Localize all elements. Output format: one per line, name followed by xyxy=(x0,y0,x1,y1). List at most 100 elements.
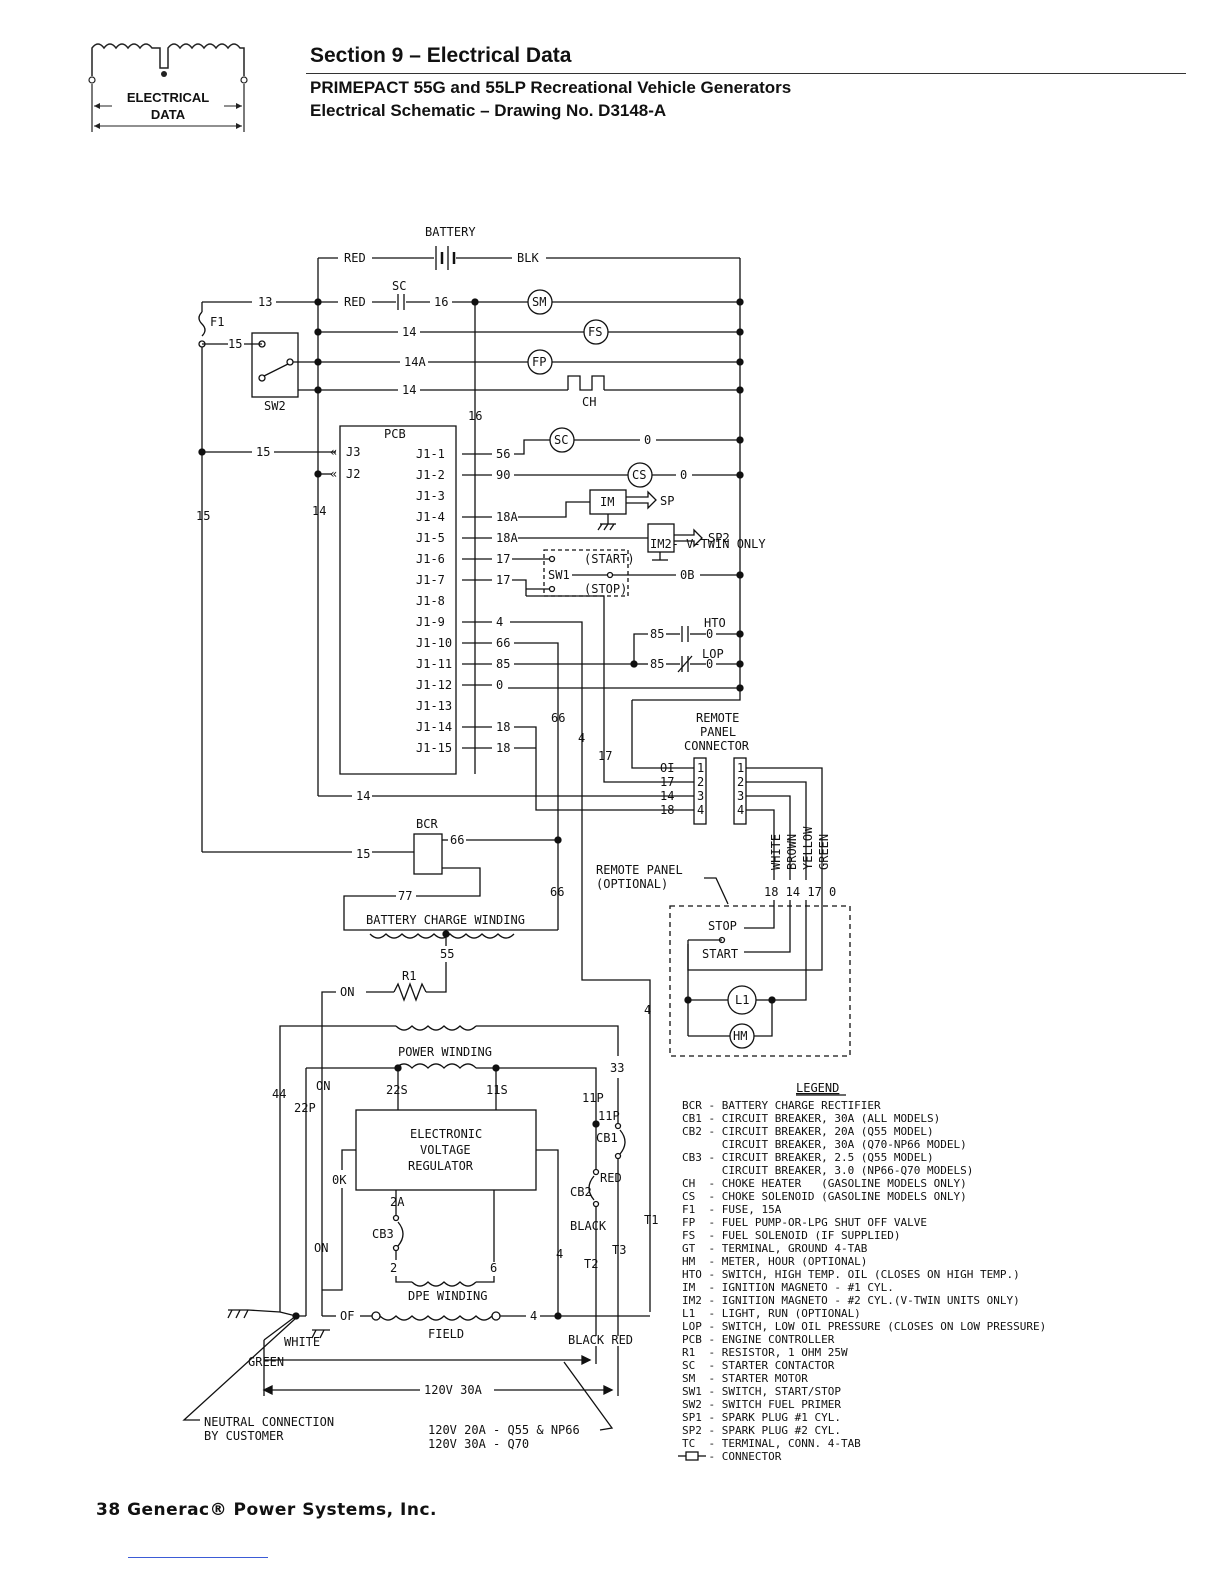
pcb-box xyxy=(339,425,457,775)
cb2-label: CB2 xyxy=(570,1185,592,1199)
legend-entry: CH - CHOKE HEATER (GASOLINE MODELS ONLY) xyxy=(682,1177,967,1190)
wire-16: 16 xyxy=(434,295,448,309)
header-rule xyxy=(306,73,1186,74)
sm-label: SM xyxy=(532,295,546,309)
j1-11: J1-11 xyxy=(416,657,452,671)
svg-text:3: 3 xyxy=(697,789,704,803)
remote-conn-1: REMOTE xyxy=(696,711,739,725)
power-winding-top xyxy=(395,1025,477,1031)
red-label: RED xyxy=(600,1171,622,1185)
legend-entry: SM - STARTER MOTOR xyxy=(682,1372,808,1385)
wire-yellow: YELLOW xyxy=(801,826,815,870)
wire-0k: 0K xyxy=(332,1173,347,1187)
legend-entries: BCR - BATTERY CHARGE RECTIFIER CB1 - CIR… xyxy=(682,1099,1046,1463)
footer-text: 38 Generac® Power Systems, Inc. xyxy=(96,1500,437,1520)
wire-0-a: 0 xyxy=(644,433,651,447)
footer-line xyxy=(128,1557,268,1558)
sp-label: SP xyxy=(660,494,674,508)
legend-entry: FS - FUEL SOLENOID (IF SUPPLIED) xyxy=(682,1229,901,1242)
evr-1: ELECTRONIC xyxy=(410,1127,482,1141)
white-label: WHITE xyxy=(284,1335,320,1349)
legend-entry: CIRCUIT BREAKER, 3.0 (NP66-Q70 MODELS) xyxy=(682,1164,973,1177)
sw1-start-label: (START) xyxy=(584,552,635,566)
legend-entry: SP1 - SPARK PLUG #1 CYL. xyxy=(682,1411,841,1424)
battery-blk-label: BLK xyxy=(517,251,539,265)
wire-15-vert: 15 xyxy=(196,509,210,523)
legend-entry: R1 - RESISTOR, 1 OHM 25W xyxy=(682,1346,848,1359)
wire-14-vert: 14 xyxy=(312,504,326,518)
wire-17-b: 17 xyxy=(496,573,510,587)
legend-entry: LOP - SWITCH, LOW OIL PRESSURE (CLOSES O… xyxy=(682,1320,1046,1333)
wire-77: 77 xyxy=(398,889,412,903)
wire-2a: 2A xyxy=(390,1195,405,1209)
rating-1: 120V 20A - Q55 & NP66 xyxy=(428,1423,580,1437)
j3-label: J3 xyxy=(346,445,360,459)
wire-14-bottom: 14 xyxy=(356,789,370,803)
battery-charge-rectifier xyxy=(413,833,443,875)
rpc-wire-oi: OI xyxy=(660,761,674,775)
rpc-wire-14: 14 xyxy=(660,789,674,803)
legend-entry: GT - TERMINAL, GROUND 4-TAB xyxy=(682,1242,868,1255)
f1-label: F1 xyxy=(210,315,224,329)
wire-on-a: ON xyxy=(316,1079,330,1093)
legend-entry: CS - CHOKE SOLENOID (GASOLINE MODELS ONL… xyxy=(682,1190,967,1203)
remote-conn-3: CONNECTOR xyxy=(684,739,750,753)
wire-of: OF xyxy=(340,1309,354,1323)
cb3-label: CB3 xyxy=(372,1227,394,1241)
wire-85-lop: 85 xyxy=(650,657,664,671)
sc-circle-label: SC xyxy=(554,433,568,447)
power-winding xyxy=(395,1063,477,1069)
ignition-magneto-im2 xyxy=(647,523,675,553)
legend-entry: IM - IGNITION MAGNETO - #1 CYL. xyxy=(682,1281,894,1294)
electrical-data-logo: ELECTRICAL DATA xyxy=(88,43,248,132)
choke-heater-symbol xyxy=(567,375,605,391)
wire-18a-2: 18A xyxy=(496,531,518,545)
svg-text:2: 2 xyxy=(737,775,744,789)
wire-11p-b: 11P xyxy=(598,1109,620,1123)
wire-90: 90 xyxy=(496,468,510,482)
wire-4-right: 4 xyxy=(644,1003,651,1017)
legend-entry: SP2 - SPARK PLUG #2 CYL. xyxy=(682,1424,841,1437)
wire-85: 85 xyxy=(496,657,510,671)
bcr-label: BCR xyxy=(416,817,438,831)
legend-entry: F1 - FUSE, 15A xyxy=(682,1203,782,1216)
remote-connector-right xyxy=(733,757,747,825)
legend-entry: - CONNECTOR xyxy=(682,1450,782,1463)
dpe-winding-label: DPE WINDING xyxy=(408,1289,487,1303)
remote-panel-1: REMOTE PANEL xyxy=(596,863,683,877)
wire-66: 66 xyxy=(496,636,510,650)
svg-text:3: 3 xyxy=(737,789,744,803)
wire-17-a: 17 xyxy=(496,552,510,566)
j1-9: J1-9 xyxy=(416,615,445,629)
field-winding xyxy=(379,1315,493,1321)
black-red-label: BLACK RED xyxy=(568,1333,633,1347)
subtitle-line2: Electrical Schematic – Drawing No. D3148… xyxy=(310,101,667,120)
subtitle-line1: PRIMEPACT 55G and 55LP Recreational Vehi… xyxy=(310,78,792,97)
black-label: BLACK xyxy=(570,1219,607,1233)
legend-entry: SC - STARTER CONTACTOR xyxy=(682,1359,835,1372)
section-title: Section 9 – Electrical Data xyxy=(310,44,572,67)
sw1-stop-label: (STOP) xyxy=(584,582,627,596)
wire-66-bcr: 66 xyxy=(450,833,464,847)
legend-entry: HTO - SWITCH, HIGH TEMP. OIL (CLOSES ON … xyxy=(682,1268,1020,1281)
battery-red-label: RED xyxy=(344,251,366,265)
connector-symbol xyxy=(678,1451,706,1461)
wire-15-j3: 15 xyxy=(256,445,270,459)
wire-0b: 0B xyxy=(680,568,694,582)
j1-7: J1-7 xyxy=(416,573,445,587)
evr-3: REGULATOR xyxy=(408,1159,474,1173)
wire-11s: 11S xyxy=(486,1083,508,1097)
wire-14-b: 14 xyxy=(402,383,416,397)
wire-33: 33 xyxy=(610,1061,624,1075)
legend-entry: FP - FUEL PUMP-OR-LPG SHUT OFF VALVE xyxy=(682,1216,927,1229)
rpc-wire-17: 17 xyxy=(660,775,674,789)
legend-entry: TC - TERMINAL, CONN. 4-TAB xyxy=(682,1437,861,1450)
svg-text:2: 2 xyxy=(697,775,704,789)
wire-2: 2 xyxy=(390,1261,397,1275)
j1-15: J1-15 xyxy=(416,741,452,755)
legend-entry: SW1 - SWITCH, START/STOP xyxy=(682,1385,841,1398)
svg-text:1: 1 xyxy=(737,761,744,775)
hto-label: HTO xyxy=(704,616,726,630)
sw2-label: SW2 xyxy=(264,399,286,413)
sw1-label: SW1 xyxy=(548,568,570,582)
